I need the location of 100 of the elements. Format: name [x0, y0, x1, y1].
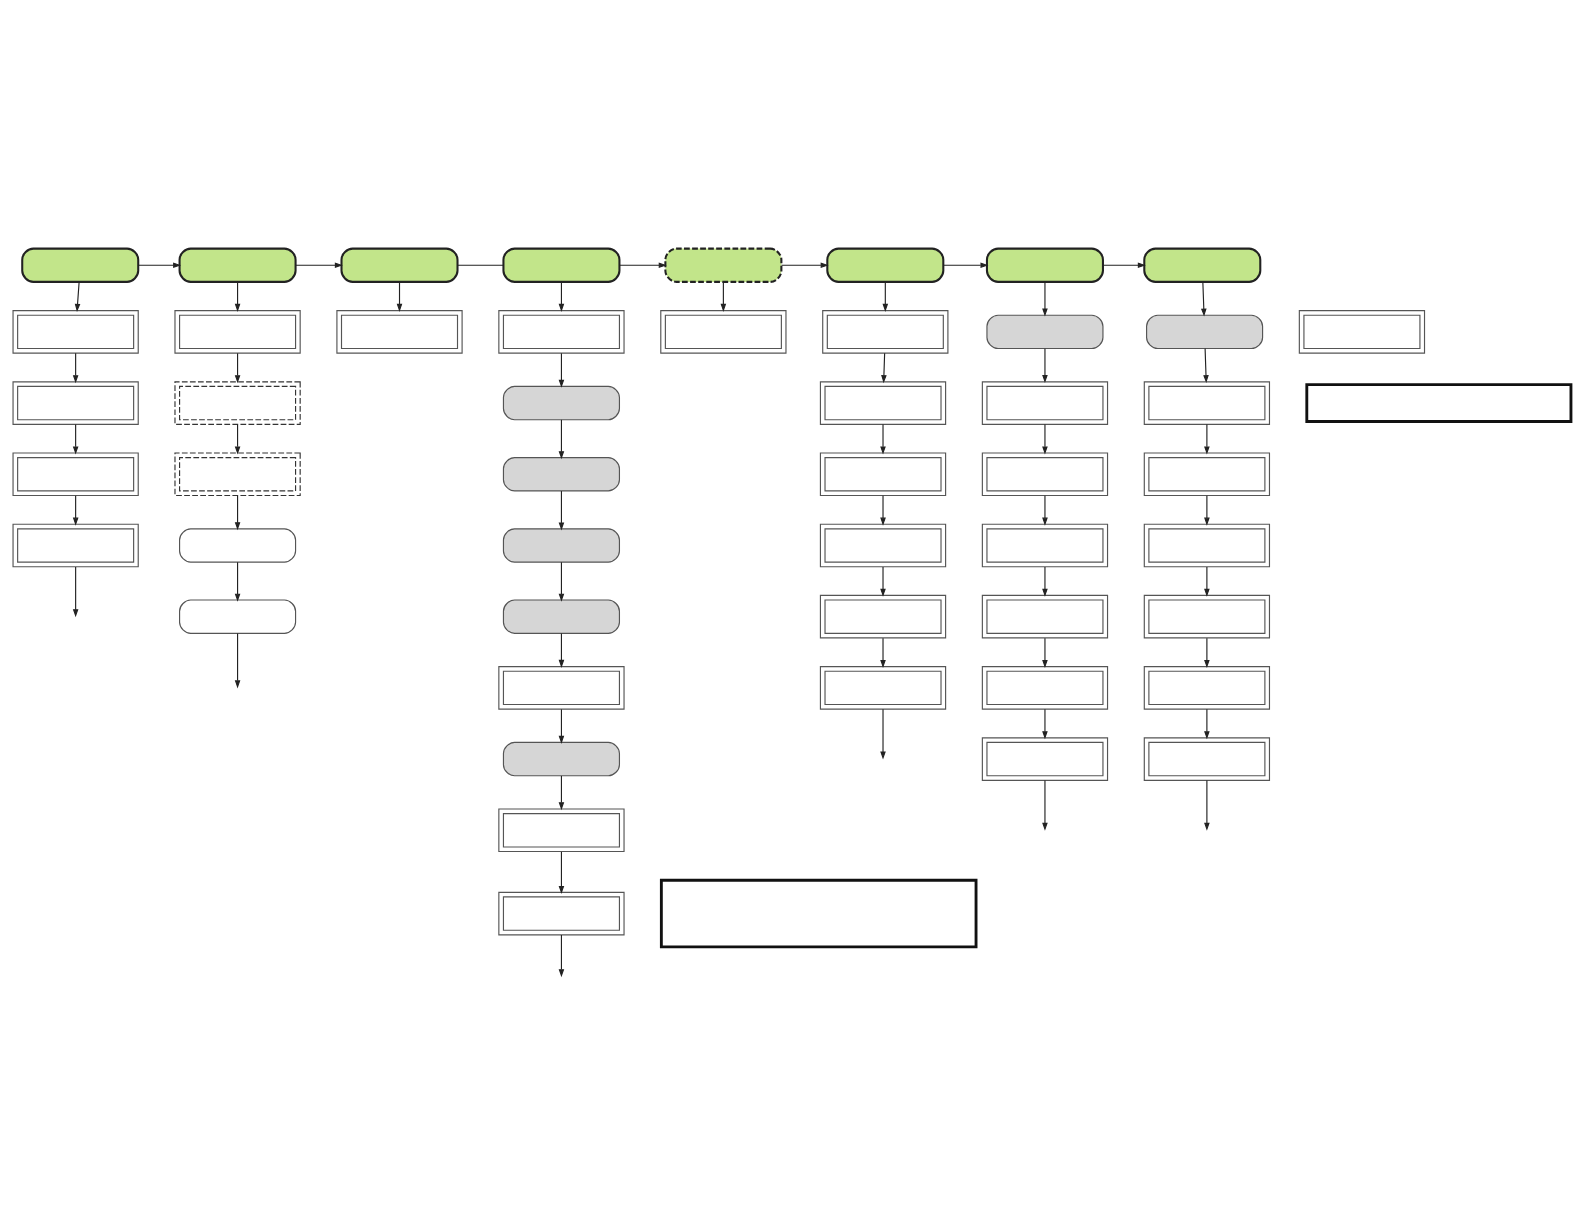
arrow [882, 280, 889, 312]
arrow [295, 261, 343, 268]
node-box [664, 247, 783, 283]
node-box [826, 247, 945, 283]
arrow [558, 774, 565, 810]
arrow [558, 561, 565, 602]
node-box [336, 309, 463, 354]
arrow [558, 418, 565, 459]
node-box [1146, 314, 1264, 349]
arrow [1042, 347, 1048, 383]
arrow [1042, 423, 1048, 454]
node-box [819, 451, 947, 496]
node-box [981, 523, 1109, 567]
arrow [558, 933, 565, 977]
node-box [1143, 594, 1271, 638]
arrow [72, 423, 79, 454]
arrow [880, 423, 886, 454]
arrow [72, 352, 79, 383]
node-box [822, 309, 949, 354]
node-box [1143, 523, 1271, 567]
arrow [1204, 494, 1210, 526]
arrow [1204, 637, 1210, 668]
node-box [12, 380, 139, 425]
arrow [880, 637, 886, 668]
arrow [1200, 280, 1207, 317]
arrow [1204, 708, 1210, 739]
node-box [1305, 382, 1573, 423]
arrow [880, 565, 886, 597]
arrow [1204, 779, 1210, 831]
node-box [21, 247, 140, 283]
node-box [986, 314, 1104, 349]
arrow [234, 423, 241, 454]
arrow [72, 494, 79, 526]
node-box [502, 527, 620, 563]
arrow [1042, 280, 1048, 317]
arrow [881, 352, 887, 383]
node-box [981, 736, 1109, 781]
arrow [1042, 779, 1048, 831]
node-box [178, 247, 297, 283]
node-box [179, 527, 297, 563]
node-box [12, 451, 139, 496]
node-box [502, 385, 620, 420]
arrow [619, 261, 667, 268]
arrow [1102, 261, 1146, 268]
arrow [1204, 423, 1210, 454]
arrow [558, 850, 565, 894]
node-box [981, 594, 1109, 638]
node-box [981, 665, 1109, 710]
arrow [781, 261, 829, 268]
node-box [502, 598, 620, 634]
node-box [1143, 736, 1271, 781]
arrow [558, 352, 565, 388]
node-box [1143, 665, 1271, 710]
node-box [174, 309, 301, 354]
node-box [981, 451, 1109, 496]
node-box [174, 380, 301, 425]
node-box [498, 891, 625, 935]
arrow [72, 565, 79, 617]
node-box [179, 598, 297, 634]
node-box [660, 309, 787, 354]
node-box [502, 247, 621, 283]
arrow [720, 280, 727, 312]
arrow [558, 489, 565, 530]
node-box [819, 665, 947, 710]
node-box [498, 309, 625, 354]
arrow [943, 261, 989, 268]
arrow [880, 494, 886, 526]
arrow [880, 708, 886, 760]
node-box [498, 807, 625, 852]
node-box [981, 380, 1109, 425]
node-box [1143, 247, 1262, 283]
node-box [1143, 380, 1271, 425]
arrow [234, 632, 241, 688]
arrow [74, 280, 81, 312]
arrow [558, 708, 565, 744]
arrow [234, 352, 241, 383]
arrow [137, 261, 182, 268]
node-box [502, 741, 620, 776]
arrow [1042, 565, 1048, 597]
node-box [12, 523, 139, 567]
connector [457, 264, 504, 266]
arrow [1042, 708, 1048, 739]
node-box [174, 451, 301, 496]
node-box [819, 523, 947, 567]
node-box [985, 247, 1104, 283]
arrow [234, 494, 241, 530]
node-box [502, 456, 620, 491]
arrow [1204, 565, 1210, 597]
arrow [234, 280, 241, 312]
arrow [396, 280, 403, 312]
arrow [1042, 637, 1048, 668]
node-box [498, 665, 625, 710]
node-box [340, 247, 459, 283]
node-box [1298, 309, 1426, 354]
arrow [558, 632, 565, 668]
node-box [659, 878, 978, 948]
node-box [819, 380, 947, 425]
arrow [558, 280, 565, 312]
arrow [1042, 494, 1048, 526]
arrow [234, 561, 241, 602]
